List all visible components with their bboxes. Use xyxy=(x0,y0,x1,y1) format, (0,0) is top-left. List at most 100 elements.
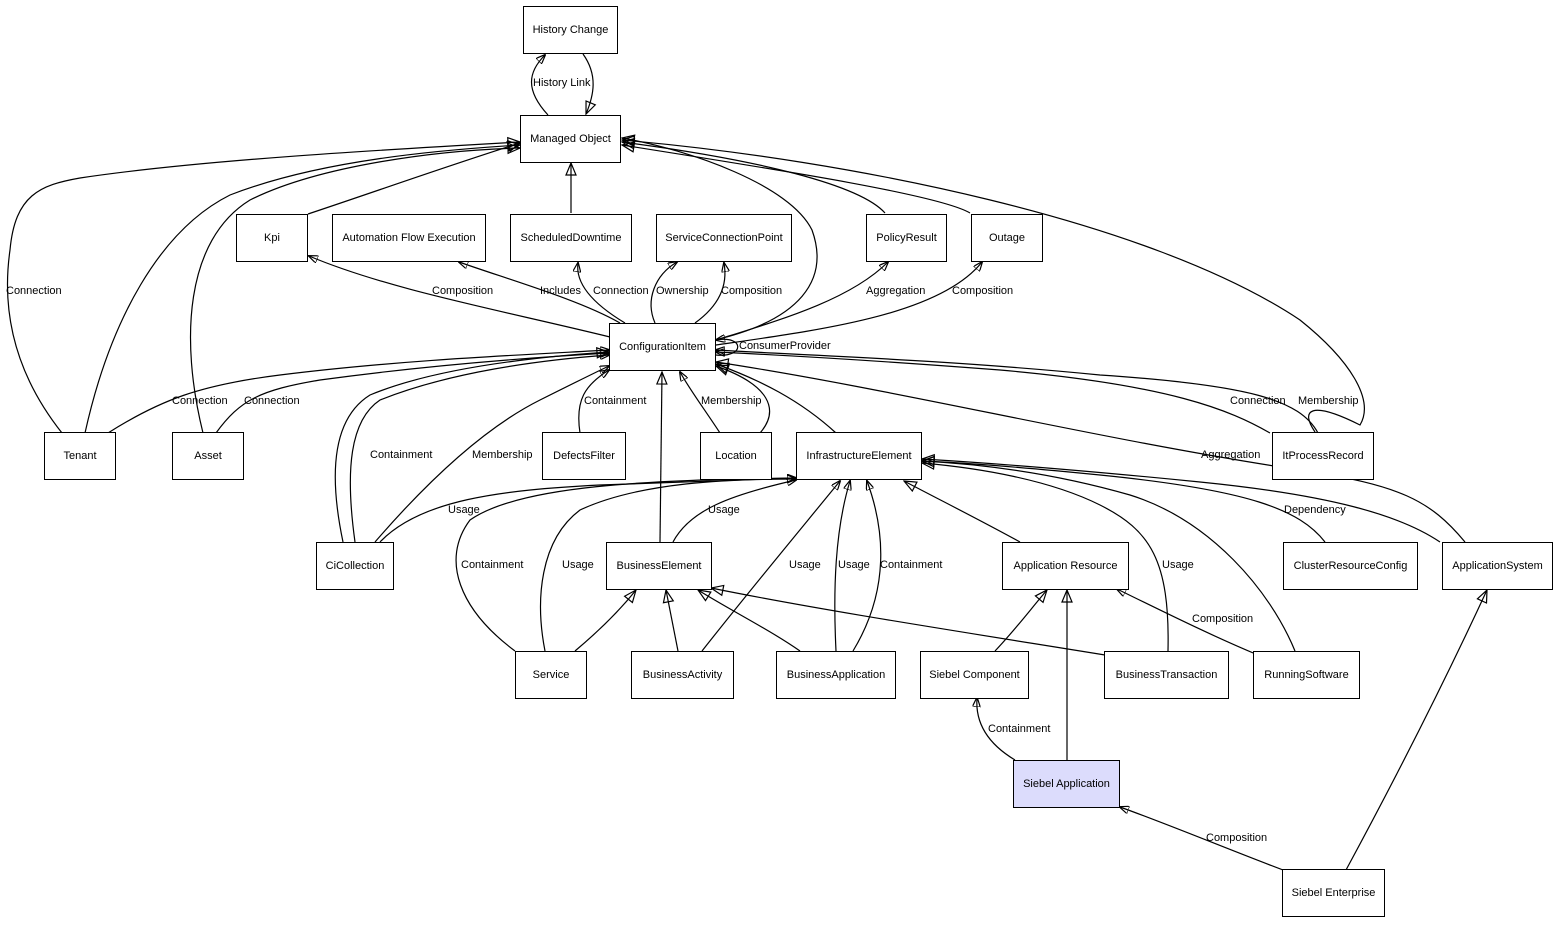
edge-label-se-composition: Composition xyxy=(1206,832,1268,844)
edge-label-activity-usage: Usage xyxy=(789,559,821,571)
edge-label-tenant-ci-connection: Connection xyxy=(172,395,228,407)
node-service-connection-point[interactable]: ServiceConnectionPoint xyxy=(656,214,792,262)
edge-label-bapp-containment: Containment xyxy=(880,559,943,571)
edge-ci-outage xyxy=(715,262,982,346)
edge-ci-mo xyxy=(622,138,818,341)
node-business-transaction[interactable]: BusinessTransaction xyxy=(1104,651,1229,699)
edge-label-ci-sd-connection: Connection xyxy=(593,285,649,297)
node-it-process-record[interactable]: ItProcessRecord xyxy=(1272,432,1374,480)
edge-bapp-be xyxy=(698,590,801,652)
edge-ie-ci xyxy=(716,364,837,434)
edge-label-rs-composition: Composition xyxy=(1192,613,1254,625)
edge-label-location-membership: Membership xyxy=(701,395,762,407)
edge-history-change-inherit xyxy=(582,53,593,114)
node-siebel-enterprise[interactable]: Siebel Enterprise xyxy=(1282,869,1385,917)
edge-bapp-ie-usage xyxy=(834,481,850,652)
edge-ci-scp-ownership xyxy=(650,262,677,324)
edge-crc-ie xyxy=(922,461,1326,543)
edge-label-service-usage: Usage xyxy=(562,559,594,571)
node-policy-result[interactable]: PolicyResult xyxy=(866,214,947,262)
edge-btx-be xyxy=(711,588,1106,656)
edge-appsys-ci xyxy=(716,362,1466,543)
node-ci-collection[interactable]: CiCollection xyxy=(316,542,394,590)
edge-label-tenant-connection: Connection xyxy=(6,285,62,297)
node-scheduled-downtime[interactable]: ScheduledDowntime xyxy=(510,214,632,262)
edge-label-cicoll-usage: Usage xyxy=(448,504,480,516)
edge-se-sa-composition xyxy=(1120,807,1284,871)
edge-btx-ie-usage xyxy=(922,463,1169,652)
edge-location-ci xyxy=(680,372,721,434)
edge-cicoll-ci-containment2 xyxy=(349,355,609,543)
node-service[interactable]: Service xyxy=(515,651,587,699)
edge-label-ci-scp-ownership: Ownership xyxy=(656,285,709,297)
edge-label-ci-outage-composition: Composition xyxy=(952,285,1014,297)
edge-activity-ie-usage xyxy=(701,481,840,652)
node-cluster-resource-config[interactable]: ClusterResourceConfig xyxy=(1283,542,1418,590)
edge-label-defects-containment: Containment xyxy=(584,395,647,407)
edge-rs-ie xyxy=(922,461,1296,652)
edge-bapp-ie-containment xyxy=(852,481,882,652)
edge-label-crc-dependency: Dependency xyxy=(1284,504,1346,516)
edge-rs-ar xyxy=(1117,589,1259,656)
edge-label-history-link: History Link xyxy=(533,77,591,89)
node-outage[interactable]: Outage xyxy=(971,214,1043,262)
node-history-change[interactable]: History Change xyxy=(523,6,618,54)
edge-asset-ci xyxy=(215,353,609,434)
edge-kpi-mo xyxy=(307,143,520,215)
edge-sc-ar xyxy=(994,590,1047,652)
node-configuration-item[interactable]: ConfigurationItem xyxy=(609,323,716,371)
edge-label-asset-ci-connection: Connection xyxy=(244,395,300,407)
edge-appsys-ie xyxy=(922,459,1441,543)
edge-location-ci-inherit xyxy=(716,366,770,434)
edge-tenant-mo xyxy=(84,145,520,434)
edge-label-bapp-usage: Usage xyxy=(838,559,870,571)
edge-label-itpr-ci-connection: Connection xyxy=(1230,395,1286,407)
node-siebel-application[interactable]: Siebel Application xyxy=(1013,760,1120,808)
edge-label-ci-scp-composition: Composition xyxy=(721,285,783,297)
node-location[interactable]: Location xyxy=(700,432,772,480)
node-application-system[interactable]: ApplicationSystem xyxy=(1442,542,1553,590)
node-siebel-component[interactable]: Siebel Component xyxy=(920,651,1029,699)
node-kpi[interactable]: Kpi xyxy=(236,214,308,262)
node-running-software[interactable]: RunningSoftware xyxy=(1253,651,1360,699)
edge-label-cicoll-containment: Containment xyxy=(370,449,433,461)
edge-cicoll-ci-containment xyxy=(334,352,609,543)
node-business-activity[interactable]: BusinessActivity xyxy=(631,651,734,699)
edge-service-ie-containment xyxy=(455,478,796,652)
node-defects-filter[interactable]: DefectsFilter xyxy=(542,432,626,480)
edge-se-appsys xyxy=(1345,590,1487,871)
edge-asset-mo xyxy=(189,148,520,434)
node-infrastructure-element[interactable]: InfrastructureElement xyxy=(796,432,922,480)
node-tenant[interactable]: Tenant xyxy=(44,432,116,480)
node-asset[interactable]: Asset xyxy=(172,432,244,480)
edge-service-be xyxy=(574,590,636,652)
node-business-element[interactable]: BusinessElement xyxy=(606,542,712,590)
node-application-resource[interactable]: Application Resource xyxy=(1002,542,1129,590)
edge-label-btx-usage: Usage xyxy=(1162,559,1194,571)
edge-ar-ie xyxy=(904,481,1021,543)
node-business-application[interactable]: BusinessApplication xyxy=(776,651,896,699)
edge-label-be-usage: Usage xyxy=(708,504,740,516)
node-automation-flow-execution[interactable]: Automation Flow Execution xyxy=(332,214,486,262)
edge-ci-policy xyxy=(715,262,888,341)
edge-label-itpr-membership: Membership xyxy=(1298,395,1359,407)
edge-itpr-mo xyxy=(622,140,1365,433)
edge-itpr-ci-membership xyxy=(716,350,1319,434)
edge-label-cicoll-membership: Membership xyxy=(472,449,533,461)
edge-defects-ci xyxy=(578,370,609,434)
edge-label-ci-kpi-composition: Composition xyxy=(432,285,494,297)
edge-policy-mo xyxy=(622,142,886,214)
edge-label-consumer-provider: ConsumerProvider xyxy=(739,340,831,352)
edge-ci-afe xyxy=(459,262,621,324)
edge-label-service-containment: Containment xyxy=(461,559,524,571)
edge-sa-sc-containment xyxy=(977,698,1016,761)
edge-activity-be xyxy=(666,590,679,652)
edge-tenant-mo-connection xyxy=(6,142,520,434)
edge-ci-kpi xyxy=(309,256,611,338)
edge-service-ie-usage xyxy=(540,479,796,652)
edge-history-link xyxy=(531,55,549,116)
edge-itpr-ci-connection xyxy=(716,352,1271,434)
node-managed-object[interactable]: Managed Object xyxy=(520,115,621,163)
